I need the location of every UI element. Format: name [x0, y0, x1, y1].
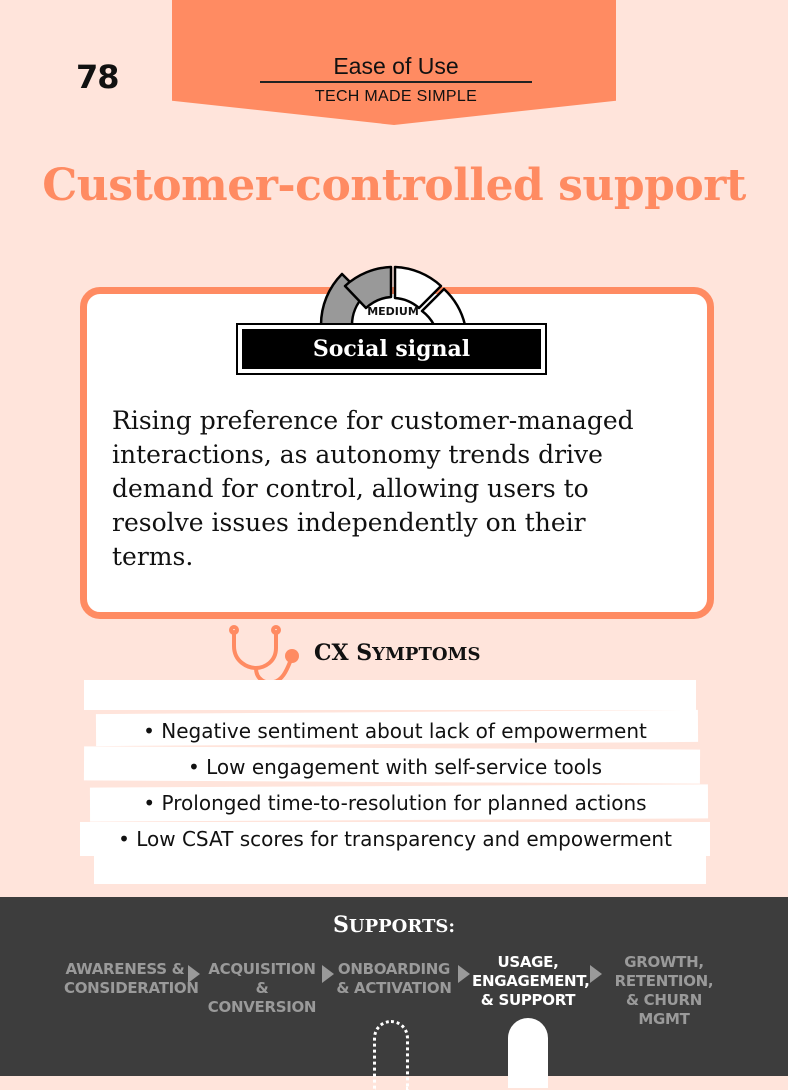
signal-label: Social signal	[242, 329, 541, 369]
signal-level-label: MEDIUM	[367, 305, 419, 318]
stage-arrow-icon	[458, 965, 470, 983]
symptom-item: • Prolonged time-to-resolution for plann…	[143, 791, 647, 815]
signal-gauge-icon: MEDIUM	[319, 265, 467, 327]
stage-arrow-icon	[322, 965, 334, 983]
subcategory-title: TECH MADE SIMPLE	[314, 88, 478, 105]
symptom-item: • Negative sentiment about lack of empow…	[143, 719, 647, 743]
header-tab	[172, 0, 616, 125]
symptoms-heading: CX SYMPTOMS	[314, 640, 481, 666]
stage-acquisition: ACQUISITION& CONVERSION	[207, 960, 317, 1016]
symptom-item: • Low CSAT scores for transparency and e…	[118, 827, 672, 851]
category-title: Ease of Use	[333, 53, 459, 79]
symptom-item: • Low engagement with self-service tools	[187, 755, 602, 779]
stage-usage: USAGE,ENGAGEMENT,& SUPPORT	[472, 953, 590, 1009]
page-title: Customer-controlled support	[42, 160, 746, 211]
stage-awareness: AWARENESS &CONSIDERATION	[64, 960, 199, 997]
page-number: 78	[76, 58, 120, 96]
stage-arrow-icon	[590, 965, 602, 983]
supports-heading: SUPPORTS:	[332, 912, 456, 938]
stage-onboarding: ONBOARDING& ACTIVATION	[336, 960, 452, 997]
stethoscope-icon	[229, 625, 299, 685]
category-divider	[260, 81, 532, 83]
symptom-strip	[94, 856, 706, 884]
signal-label-box: Social signal	[236, 323, 547, 375]
footer-band	[0, 897, 788, 1076]
stage-marker-dotted	[373, 1020, 409, 1090]
symptom-strip	[80, 822, 710, 856]
description-text: Rising preference for customer-managed i…	[112, 406, 634, 571]
stage-arrow-icon	[188, 965, 200, 983]
symptom-strip	[84, 680, 696, 710]
stage-growth: GROWTH,RETENTION,& CHURN MGMT	[614, 953, 714, 1028]
stage-marker-active	[508, 1018, 548, 1088]
